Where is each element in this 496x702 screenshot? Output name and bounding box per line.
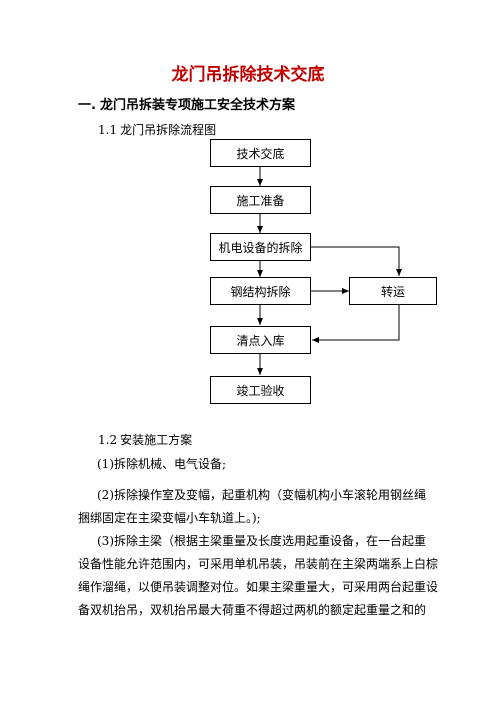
flow-step-steel-removal: 钢结构拆除 [210, 277, 311, 305]
section-number: 一. [78, 98, 96, 113]
paragraph-item-2: (2)拆除操作室及变幅，起重机构（变幅机构小车滚轮用钢丝绳 捆绑固定在主梁变幅小… [78, 484, 428, 530]
paragraph-line: (3)拆除主梁（根据主梁重量及长度选用起重设备，在一台起重 [97, 534, 427, 548]
subsection-title: 龙门吊拆除流程图 [120, 123, 217, 137]
section-title: 龙门吊拆装专项施工安全技术方案 [99, 98, 295, 113]
paragraph-line: 捆绑固定在主梁变幅小车轨道上。); [78, 511, 261, 525]
subsection-title: 安装施工方案 [120, 433, 193, 447]
paragraph-line: (1)拆除机械、电气设备; [97, 457, 227, 471]
flow-step-tech-briefing: 技术交底 [210, 139, 311, 167]
paragraph-line: 设备性能允许范围内，可采用单机吊装，吊装前在主梁两端系上白棕 [78, 557, 439, 571]
page-title: 龙门吊拆除技术交底 [171, 65, 325, 85]
arrow-transport-to-inventory [312, 305, 400, 343]
paragraph-line: 备双机抬吊，双机抬吊最大荷重不得超过两机的额定起重量之和的 [78, 603, 427, 617]
paragraph-line: (2)拆除操作室及变幅，起重机构（变幅机构小车滚轮用钢丝绳 [97, 488, 427, 502]
section-heading-1: 一.龙门吊拆装专项施工安全技术方案 [78, 94, 299, 113]
flow-step-preparation: 施工准备 [210, 186, 311, 214]
subsection-number: 1.1 [98, 123, 118, 137]
flow-step-inventory: 清点入库 [210, 326, 311, 354]
flow-step-mech-removal: 机电设备的拆除 [210, 233, 311, 261]
flow-step-transport: 转运 [349, 277, 437, 305]
subsection-number: 1.2 [98, 433, 118, 447]
flow-step-acceptance: 竣工验收 [210, 376, 311, 404]
paragraph-item-1: (1)拆除机械、电气设备; [78, 453, 428, 476]
paragraph-item-3: (3)拆除主梁（根据主梁重量及长度选用起重设备，在一台起重 设备性能允许范围内，… [78, 530, 439, 622]
arrow-from-mech [311, 246, 402, 276]
paragraph-line: 绳作溜绳，以便吊装调整对位。如果主梁重量大，可采用两台起重设 [78, 580, 439, 594]
